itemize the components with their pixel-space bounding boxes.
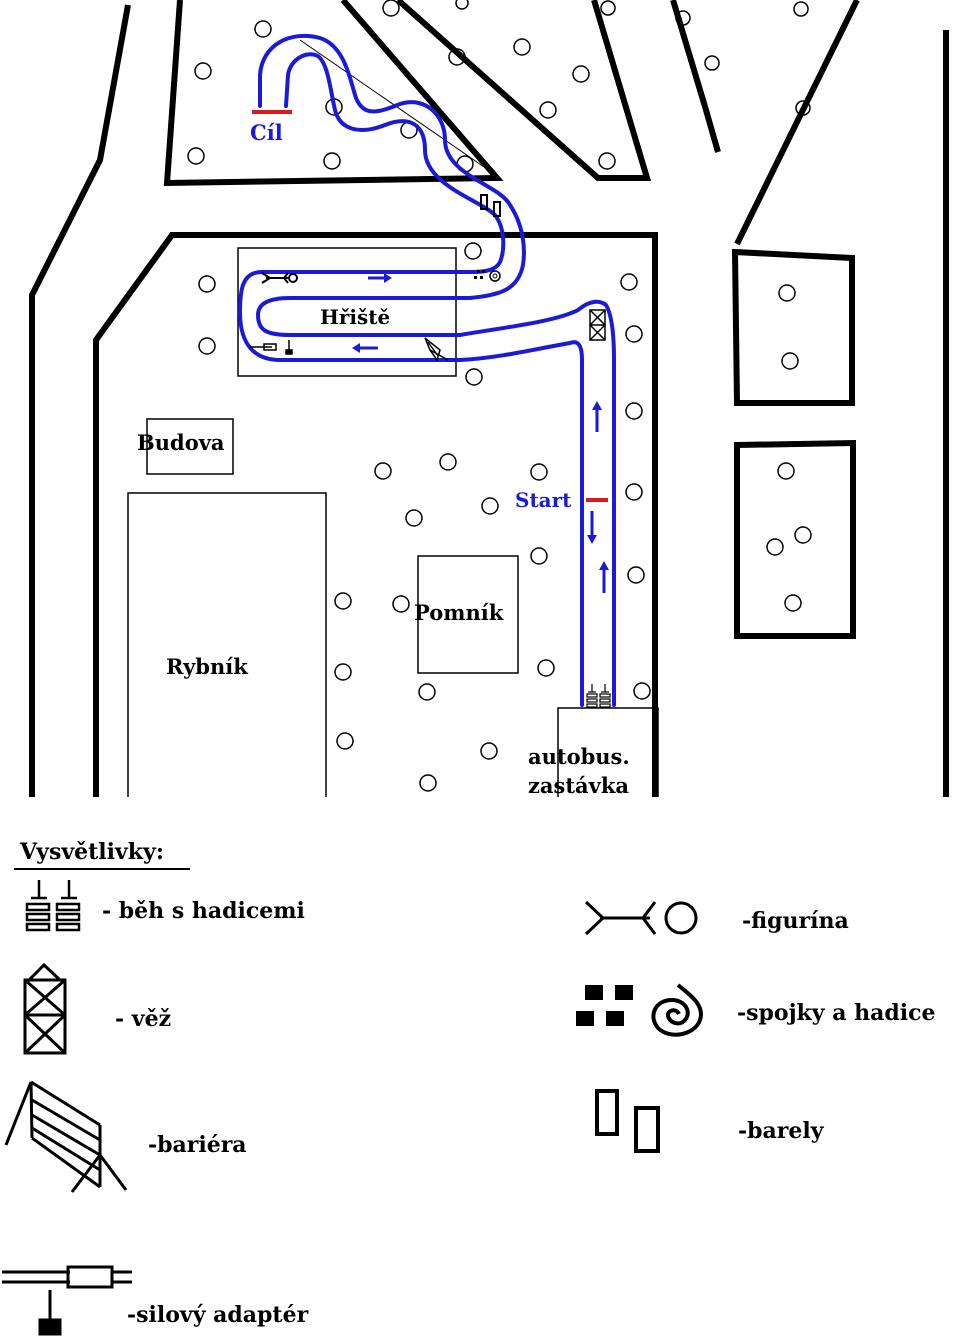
route-outer-line	[256, 33, 616, 707]
pond-outline	[127, 492, 327, 797]
legend-label-mannequin: -figurína	[742, 908, 849, 934]
legend-power-adapter-icon	[2, 1265, 132, 1336]
legend-label-hose-run: - běh s hadicemi	[102, 898, 305, 924]
road-edge-left-top	[29, 4, 131, 797]
building-label: Budova	[137, 430, 225, 455]
buildings	[127, 247, 659, 797]
legend-mannequin-icon	[584, 900, 698, 936]
bus-stop-label-line2: zastávka	[528, 773, 629, 798]
road-edge-top-right-b	[734, 0, 860, 246]
legend-label-barrels: -barely	[738, 1118, 825, 1144]
legend-label-couplings-hose: -spojky a hadice	[737, 1000, 936, 1026]
legend-title: Vysvětlivky:	[19, 839, 164, 865]
building-rect	[146, 418, 234, 475]
road-edge-top-right-a	[670, 0, 721, 153]
legend-couplings-and-hose-icon	[576, 983, 703, 1037]
right-block-lower	[734, 439, 856, 639]
mannequin-icon	[261, 272, 298, 284]
upper-left-wedge	[163, 0, 504, 187]
legend-barrels-icon	[595, 1089, 660, 1153]
route-arrows	[352, 273, 609, 593]
playground-label: Hřiště	[320, 305, 390, 329]
legend-label-tower: - věž	[115, 1006, 171, 1032]
pond-label: Rybník	[166, 654, 248, 679]
arrow-left-icon	[352, 343, 378, 353]
bus-stop-label-line1: autobus.	[528, 744, 630, 769]
legend-barrier-icon	[4, 1080, 128, 1193]
hose-run-icon	[586, 684, 611, 708]
legend-tower-icon	[23, 962, 67, 1055]
start-label: Start	[515, 488, 572, 512]
main-block-outline	[93, 232, 658, 797]
arrow-up-icon	[592, 401, 602, 432]
barrels-icon	[480, 194, 501, 217]
finish-label: Cíl	[250, 120, 283, 145]
legend: Vysvětlivky: - běh s hadicemi -figurína …	[2, 839, 936, 1336]
legend-hose-run-icon	[25, 880, 81, 932]
barrier-icon	[424, 337, 449, 362]
route-inner-line	[238, 52, 584, 707]
power-adapter-icon	[250, 340, 293, 355]
route	[238, 33, 616, 707]
arrow-right-icon	[368, 273, 392, 283]
wedge-diagonal	[299, 39, 501, 179]
monument-rect	[417, 555, 519, 674]
arrow-up-icon	[599, 561, 609, 593]
monument-label: Pomník	[414, 600, 504, 625]
tower-icon	[589, 309, 606, 341]
area-outlines	[29, 0, 949, 797]
arrow-down-icon	[587, 511, 597, 544]
right-block-upper	[731, 248, 855, 406]
bus-stop-outline	[557, 707, 659, 797]
legend-label-power-adapter: -silový adaptér	[127, 1302, 309, 1328]
trees	[187, 0, 812, 792]
legend-label-barrier: -bariéra	[148, 1132, 247, 1158]
upper-middle-strip	[396, 0, 652, 181]
start-finish-marks	[252, 110, 608, 502]
couplings-and-hose-icon	[474, 270, 501, 282]
